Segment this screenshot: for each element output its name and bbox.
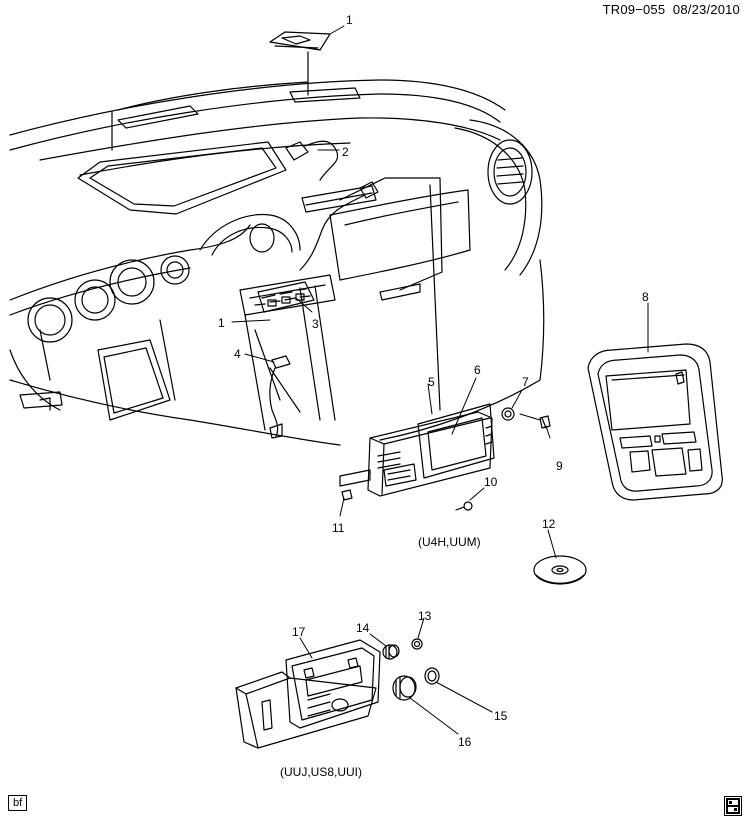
- instrument-panel: [9, 79, 545, 446]
- leader-lines: [231, 25, 649, 735]
- callout-label: 5: [428, 375, 435, 389]
- callout-labels: 1 2 1 3 4 5 6 7 8 9 10 11 12 13 14 15 16…: [218, 13, 649, 749]
- callout-label: 8: [642, 290, 649, 304]
- callout-label: 10: [484, 475, 498, 489]
- callout-label: 17: [292, 625, 306, 639]
- footer-badge: bf: [8, 795, 28, 811]
- callout-label: 16: [458, 735, 472, 749]
- diagram-code: TR09−055: [602, 2, 666, 17]
- part-17-radio: [235, 639, 381, 749]
- part-3-control-module: [257, 281, 315, 313]
- part-4-connector: [269, 355, 301, 439]
- diagram-header: TR09−055 08/23/2010: [603, 2, 740, 17]
- caption-upper-group: (U4H,UUM): [418, 535, 481, 549]
- callout-label: 12: [542, 517, 556, 531]
- caption-lower-group: (UUJ,US8,UUI): [280, 765, 362, 779]
- part-14-knob: [382, 644, 400, 660]
- callout-label: 2: [342, 145, 349, 159]
- callout-label: 1: [346, 13, 353, 27]
- callout-label: 4: [234, 347, 241, 361]
- callout-label: 1: [218, 316, 225, 330]
- part-15-knob-cap: [424, 667, 440, 685]
- diagram-date: 08/23/2010: [672, 2, 740, 17]
- part-8-bezel: [587, 343, 723, 501]
- callout-label: 11: [332, 521, 345, 535]
- part-6-display-unit: [417, 403, 495, 479]
- part-13-knob-cap: [411, 638, 423, 650]
- part-7-knob: [501, 407, 515, 421]
- callout-label: 7: [522, 375, 529, 389]
- callout-label: 6: [474, 363, 481, 377]
- callout-label: 3: [312, 317, 319, 331]
- callout-label: 9: [556, 459, 563, 473]
- part-5-radio-chassis: [339, 411, 493, 497]
- gm-logo-icon: [724, 796, 742, 816]
- part-11-fastener: [341, 489, 353, 501]
- callout-label: 14: [356, 621, 370, 635]
- part-16-knob: [392, 675, 417, 701]
- part-2-cable: [285, 140, 443, 291]
- callout-label: 13: [418, 609, 432, 623]
- part-12-disc: [533, 555, 587, 585]
- part-10-screw: [455, 501, 473, 511]
- part-9-clip: [539, 415, 551, 429]
- callout-label: 15: [494, 709, 508, 723]
- part-1-upper-module: [111, 31, 331, 151]
